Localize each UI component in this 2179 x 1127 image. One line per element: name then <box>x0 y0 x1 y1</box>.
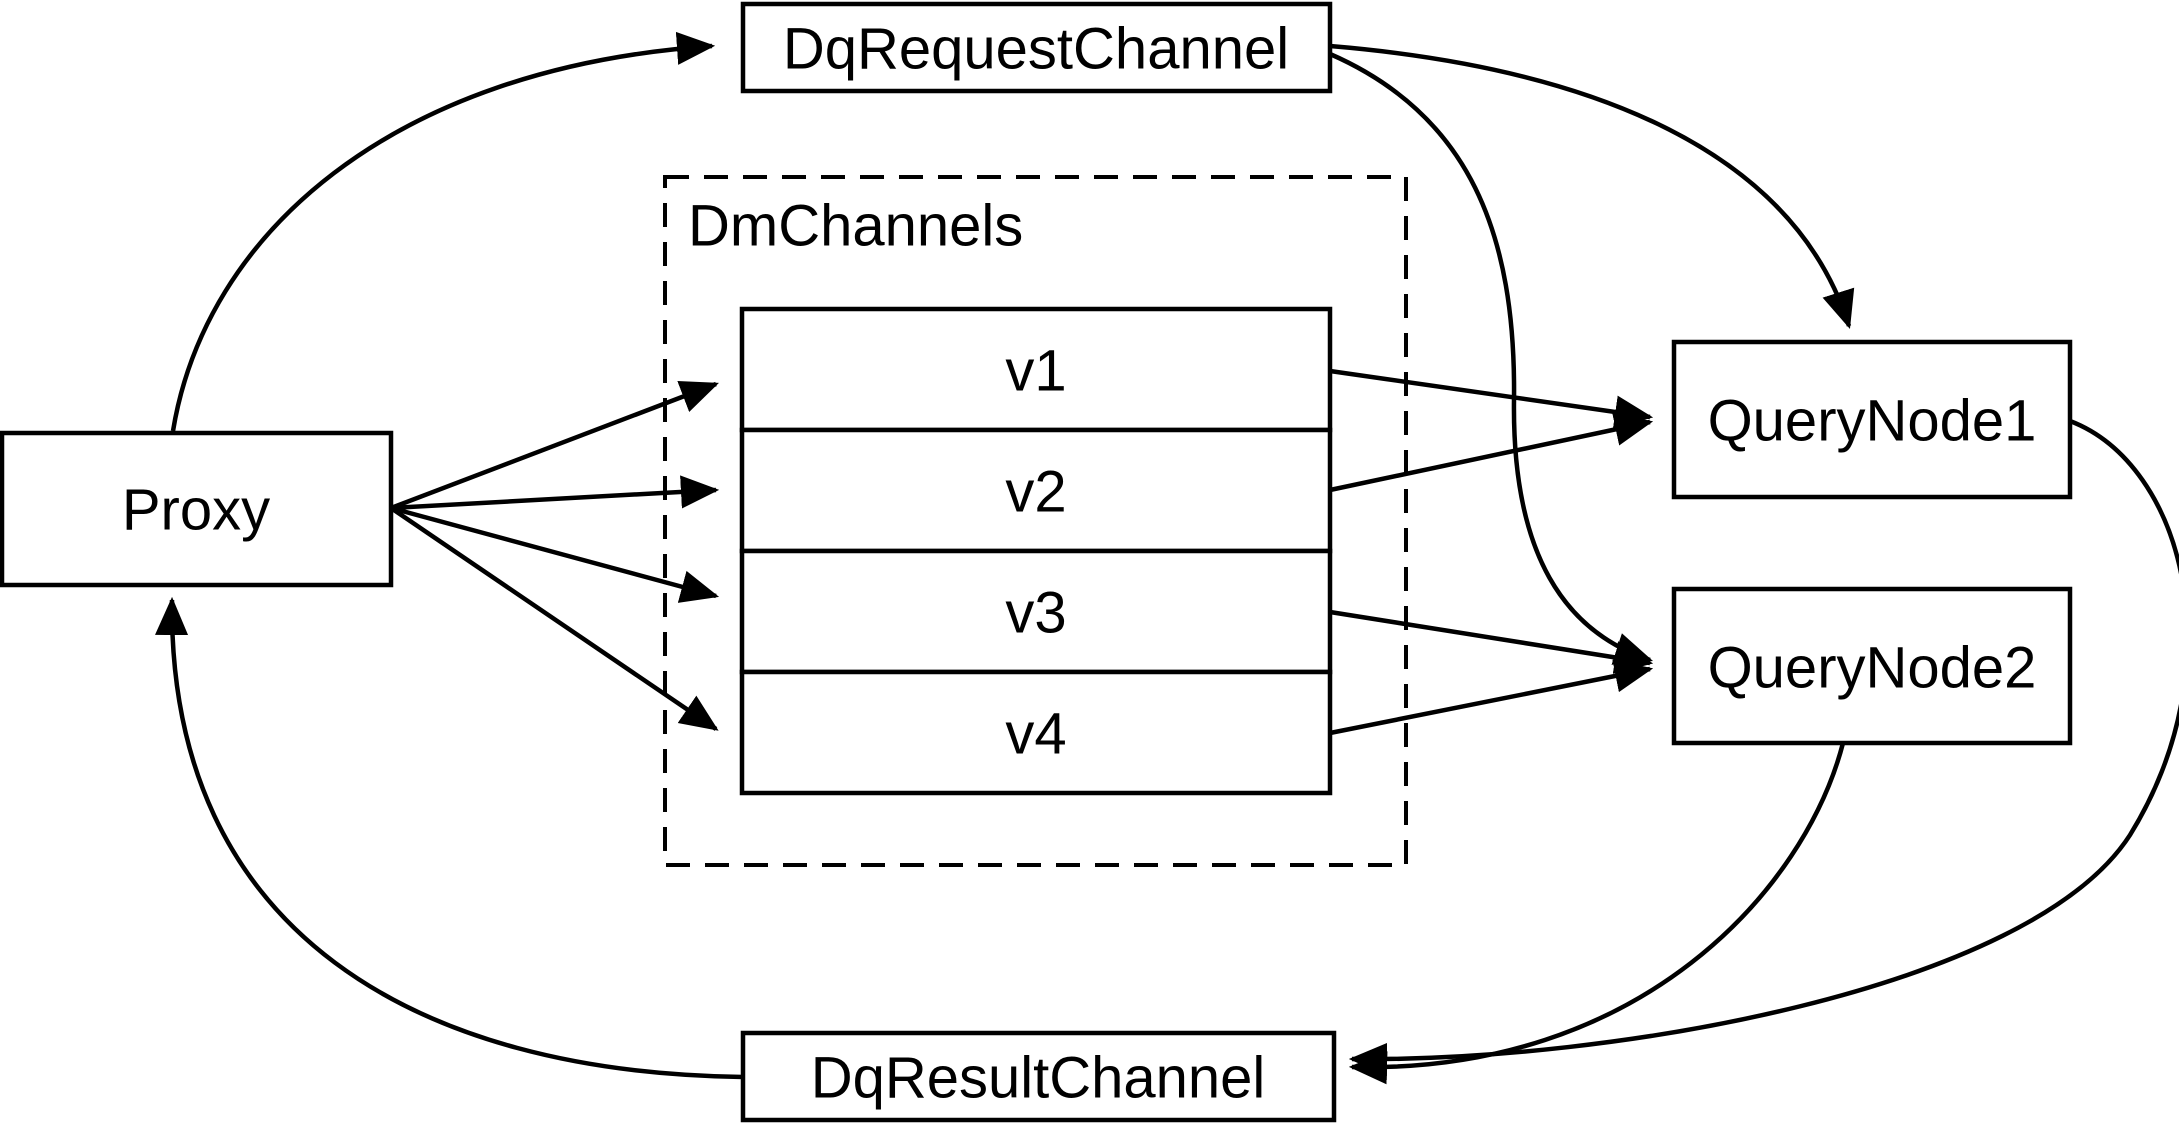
proxy-label: Proxy <box>122 478 270 543</box>
query-node-1-box <box>1671 339 2073 500</box>
node-dq-result-channel: DqResultChannel <box>740 1030 1337 1123</box>
node-v1: v1 <box>739 306 1333 433</box>
query-node-2-label: QueryNode2 <box>1708 636 2037 701</box>
proxy-box <box>0 430 394 588</box>
node-dq-request-channel: DqRequestChannel <box>740 1 1333 94</box>
v1-box <box>739 306 1333 433</box>
query-node-1-label: QueryNode1 <box>1708 389 2037 454</box>
node-proxy: Proxy <box>0 430 394 588</box>
edges-group <box>155 31 2179 1085</box>
node-v3: v3 <box>739 548 1333 675</box>
edge-querynode1-to-dqresultchannel <box>1348 418 2179 1076</box>
dq-request-channel-box <box>740 1 1333 94</box>
node-query-node-1: QueryNode1 <box>1671 339 2073 500</box>
edge-proxy-to-v3 <box>390 505 720 603</box>
edge-querynode2-to-dqresultchannel <box>1348 742 1846 1085</box>
edge-proxy-to-v4 <box>389 506 719 731</box>
dq-result-channel-box <box>740 1030 1337 1123</box>
dq-result-channel-label: DqResultChannel <box>811 1046 1266 1111</box>
node-query-node-2: QueryNode2 <box>1671 586 2073 746</box>
edge-v2-to-querynode1 <box>1329 413 1654 493</box>
v4-label: v4 <box>1005 702 1066 767</box>
v4-box <box>739 669 1333 796</box>
dm-channels-group: DmChannels <box>663 175 1408 867</box>
edge-proxy-to-dqrequestchannel <box>170 31 716 432</box>
edge-v4-to-querynode2 <box>1329 659 1654 736</box>
dm-channels-label: DmChannels <box>688 194 1023 259</box>
edge-v3-to-querynode2 <box>1329 609 1654 674</box>
node-v4: v4 <box>739 669 1333 796</box>
v3-label: v3 <box>1005 581 1066 646</box>
query-node-2-box <box>1671 586 2073 746</box>
v2-box <box>739 427 1333 554</box>
node-v2: v2 <box>739 427 1333 554</box>
dq-request-channel-label: DqRequestChannel <box>783 17 1289 82</box>
edge-dqresultchannel-to-proxy <box>155 596 744 1080</box>
edge-proxy-to-v2 <box>390 475 720 511</box>
v3-box <box>739 548 1333 675</box>
v2-label: v2 <box>1005 460 1066 525</box>
edge-proxy-to-v1 <box>390 381 719 511</box>
edge-v1-to-querynode1 <box>1329 368 1654 429</box>
edge-dqrequestchannel-to-querynode1 <box>1329 43 1855 330</box>
dm-channels-border <box>663 175 1408 867</box>
edge-dqrequestchannel-to-querynode2 <box>1329 51 1654 665</box>
v1-label: v1 <box>1005 339 1066 404</box>
